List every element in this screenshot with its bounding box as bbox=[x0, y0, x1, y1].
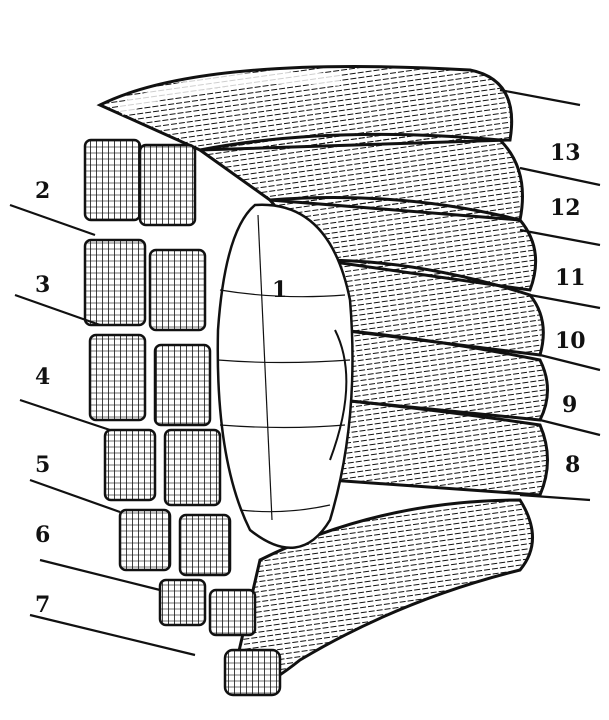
label-3: 3 bbox=[35, 272, 50, 298]
label-6: 6 bbox=[35, 522, 50, 548]
left-tiles bbox=[83, 138, 282, 697]
bottom-segment bbox=[228, 498, 534, 694]
label-5: 5 bbox=[35, 452, 50, 478]
label-10: 10 bbox=[555, 328, 586, 354]
label-7: 7 bbox=[35, 592, 50, 618]
segment-9 bbox=[338, 328, 549, 422]
label-4: 4 bbox=[35, 364, 50, 390]
right-segments bbox=[96, 65, 549, 694]
label-2: 2 bbox=[35, 178, 50, 204]
segment-11 bbox=[266, 196, 538, 292]
label-12: 12 bbox=[550, 195, 581, 221]
segment-10 bbox=[318, 258, 545, 357]
label-1: 1 bbox=[272, 277, 287, 303]
label-13: 13 bbox=[550, 140, 581, 166]
label-8: 8 bbox=[565, 452, 580, 478]
label-9: 9 bbox=[562, 392, 577, 418]
leader-lines bbox=[9, 88, 601, 657]
central-plate bbox=[216, 203, 354, 550]
label-11: 11 bbox=[555, 265, 586, 291]
segment-8 bbox=[328, 398, 549, 497]
